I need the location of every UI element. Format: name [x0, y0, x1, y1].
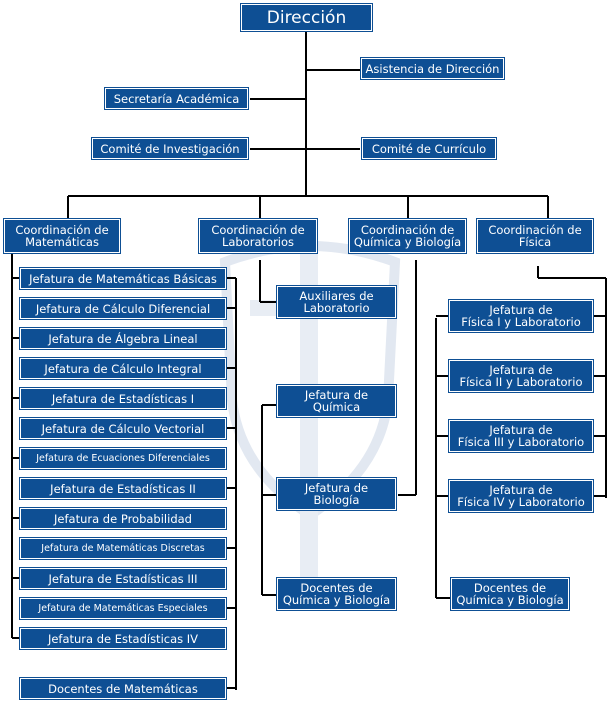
coordinacion-matematicas: Coordinación de Matemáticas: [4, 219, 120, 253]
math-unit: Jefatura de Probabilidad: [20, 508, 226, 529]
docentes-quimica-biologia: Docentes de Química y Biología: [277, 578, 396, 610]
math-docentes: Docentes de Matemáticas: [20, 678, 226, 699]
coordinacion-laboratorios: Coordinación de Laboratorios: [199, 219, 317, 253]
math-unit: Jefatura de Álgebra Lineal: [20, 328, 226, 349]
math-unit: Jefatura de Estadísticas III: [20, 568, 226, 589]
jefatura-biologia: Jefatura de Biología: [277, 478, 396, 510]
fisica-docentes: Docentes de Química y Biología: [451, 578, 569, 610]
comite-investigacion-box: Comité de Investigación: [92, 138, 248, 159]
math-unit: Jefatura de Matemáticas Especiales: [20, 598, 226, 619]
comite-curriculo-box: Comité de Currículo: [362, 138, 496, 159]
secretaria-box: Secretaría Académica: [105, 88, 248, 109]
math-unit: Jefatura de Estadísticas II: [20, 478, 226, 499]
math-unit: Jefatura de Matemáticas Básicas: [20, 268, 226, 289]
math-unit: Jefatura de Matemáticas Discretas: [20, 538, 226, 559]
math-unit: Jefatura de Ecuaciones Diferenciales: [20, 448, 226, 469]
coordinacion-fisica: Coordinación de Física: [477, 219, 593, 253]
fisica-unit: Jefatura de Física I y Laboratorio: [449, 300, 593, 332]
auxiliares-laboratorio: Auxiliares de Laboratorio: [277, 286, 396, 318]
math-unit: Jefatura de Cálculo Diferencial: [20, 298, 226, 319]
fisica-unit: Jefatura de Física III y Laboratorio: [449, 420, 593, 452]
coordinacion-quimica-biologia: Coordinación de Química y Biología: [349, 219, 466, 253]
jefatura-quimica: Jefatura de Química: [277, 385, 396, 417]
direccion-box: Dirección: [241, 4, 372, 31]
math-unit: Jefatura de Estadísticas I: [20, 388, 226, 409]
math-unit: Jefatura de Cálculo Vectorial: [20, 418, 226, 439]
fisica-unit: Jefatura de Física II y Laboratorio: [449, 360, 593, 392]
asistencia-box: Asistencia de Dirección: [361, 58, 504, 79]
fisica-unit: Jefatura de Física IV y Laboratorio: [449, 480, 593, 512]
math-unit: Jefatura de Cálculo Integral: [20, 358, 226, 379]
math-unit: Jefatura de Estadísticas IV: [20, 628, 226, 649]
